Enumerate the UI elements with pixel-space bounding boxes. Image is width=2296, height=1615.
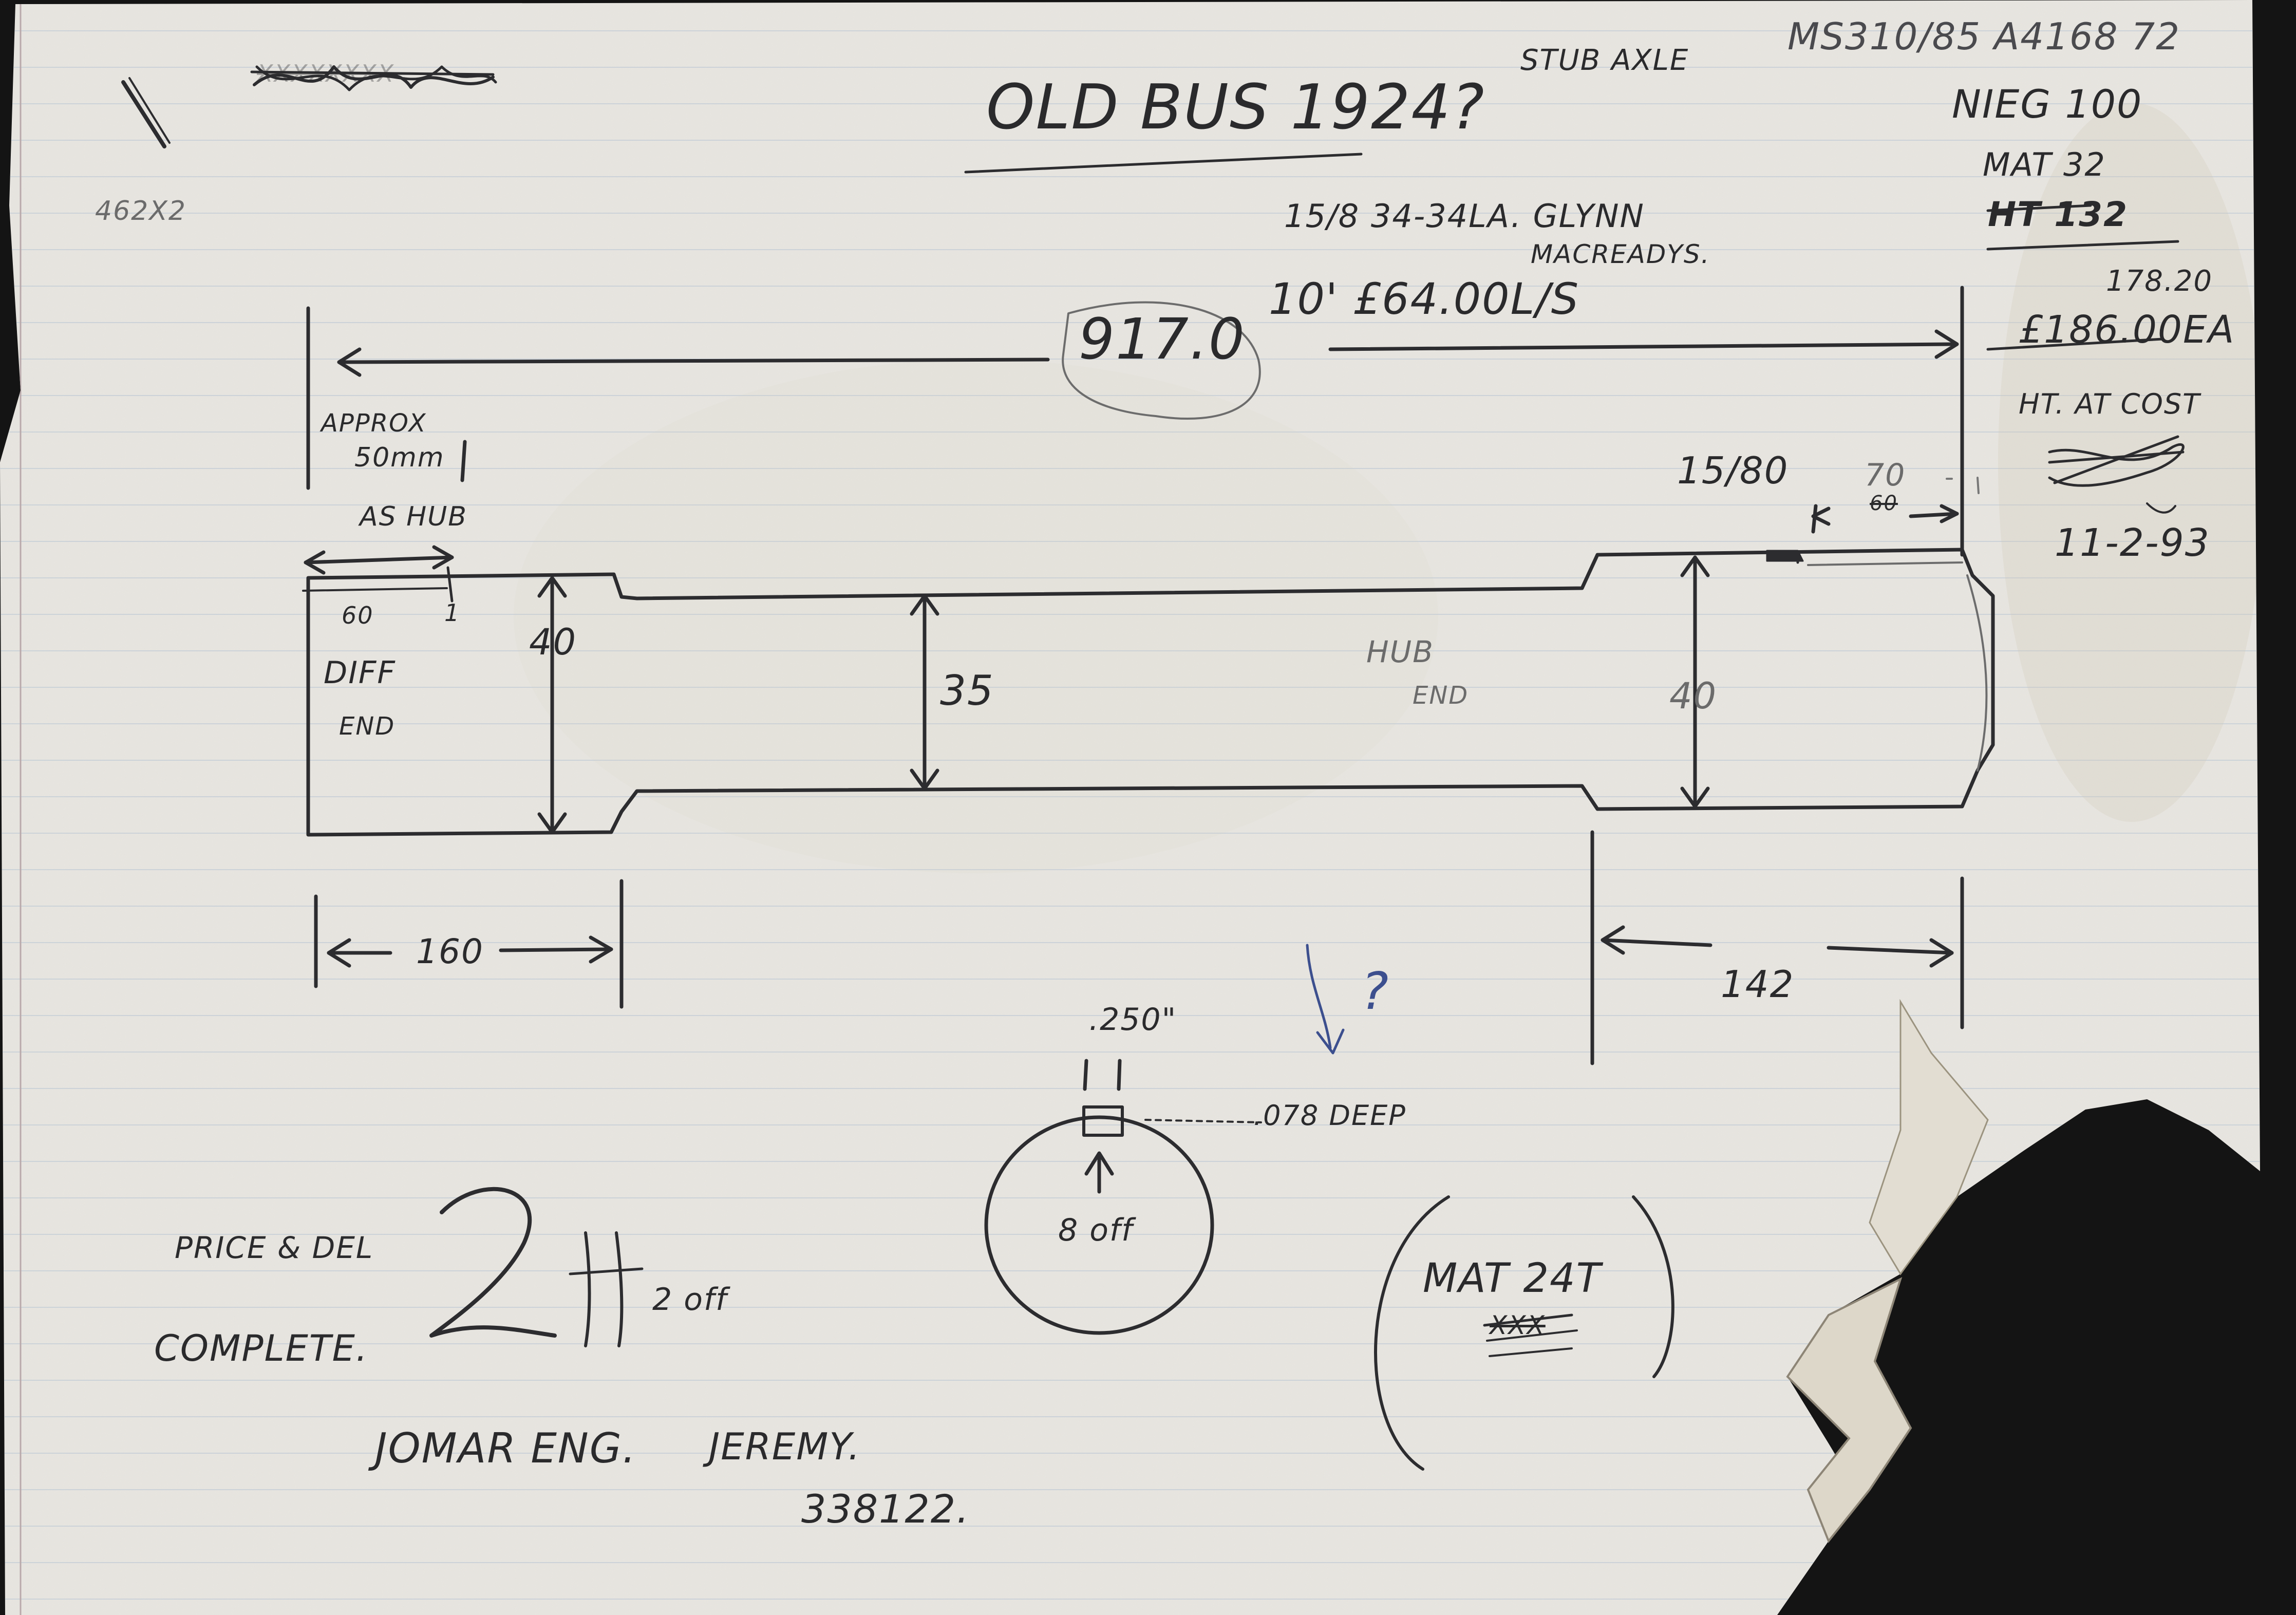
approx-note-2: 50mm xyxy=(354,442,445,473)
left-length-160: 160 xyxy=(416,932,484,971)
supplier-line-3: 10' £64.00L/S xyxy=(1269,274,1580,324)
torn-flap-2 xyxy=(1869,999,1989,1275)
dia-middle-35: 35 xyxy=(940,667,994,715)
keyway-depth: .078 DEEP xyxy=(1253,1099,1406,1132)
date: 11-2-93 xyxy=(2055,521,2210,565)
dim-1: 1 xyxy=(444,599,461,627)
archive-reference: MS310/85 A4168 72 xyxy=(1787,15,2181,58)
cost-line-1: NIEG 100 xyxy=(1952,81,2143,127)
complete-note: COMPLETE. xyxy=(154,1327,369,1369)
quantity-note: 2 off xyxy=(652,1282,728,1318)
material-crossed: XXX xyxy=(1490,1310,1546,1340)
phone-number: 338122. xyxy=(801,1486,970,1532)
cost-line-3: HT 132 xyxy=(1988,195,2129,234)
right-end-70: 70 xyxy=(1865,457,1906,493)
right-end-60-old: 60 xyxy=(1870,492,1898,515)
question-mark: ? xyxy=(1361,961,1390,1021)
hub-end-1: HUB xyxy=(1366,634,1434,669)
diff-end-1: DIFF xyxy=(324,655,396,691)
right-collar: 15/80 xyxy=(1677,449,1789,492)
cost-line-6: HT. AT COST xyxy=(2019,388,2201,420)
torn-flap xyxy=(1786,1277,1912,1543)
approx-note-1: APPROX xyxy=(321,409,427,438)
contact-name: JEREMY. xyxy=(709,1425,861,1468)
cost-line-4: 178.20 xyxy=(2106,265,2213,298)
material-note: MAT 24T xyxy=(1423,1255,1602,1302)
cost-line-2: MAT 32 xyxy=(1983,146,2106,183)
overall-length: 917.0 xyxy=(1079,306,1246,372)
supplier-line-1: 15/8 34-34LA. GLYNN xyxy=(1284,197,1645,235)
diff-end-2: END xyxy=(339,712,396,741)
keyway-width: .250" xyxy=(1089,1002,1177,1038)
keyway-count: 8 off xyxy=(1058,1212,1134,1248)
hub-end-2: END xyxy=(1413,681,1469,710)
diff-left-40: 40 xyxy=(529,621,577,663)
document-title: OLD BUS 1924? xyxy=(986,72,1485,143)
part-name: STUB AXLE xyxy=(1520,44,1689,77)
cost-line-5: £186.00EA xyxy=(2019,308,2235,352)
price-note: PRICE & DEL xyxy=(175,1230,374,1265)
dim-60: 60 xyxy=(342,602,374,629)
company-name: JOMAR ENG. xyxy=(375,1424,637,1472)
supplier-line-2: MACREADYS. xyxy=(1531,239,1710,269)
right-length-142: 142 xyxy=(1721,963,1795,1006)
as-hub-note: AS HUB xyxy=(360,501,467,532)
shaft-drawing xyxy=(121,65,2185,1471)
side-note: 462X2 xyxy=(95,196,186,227)
dia-right-40: 40 xyxy=(1669,675,1718,717)
crossed-out-heading: XXXXXXXX xyxy=(257,60,395,87)
